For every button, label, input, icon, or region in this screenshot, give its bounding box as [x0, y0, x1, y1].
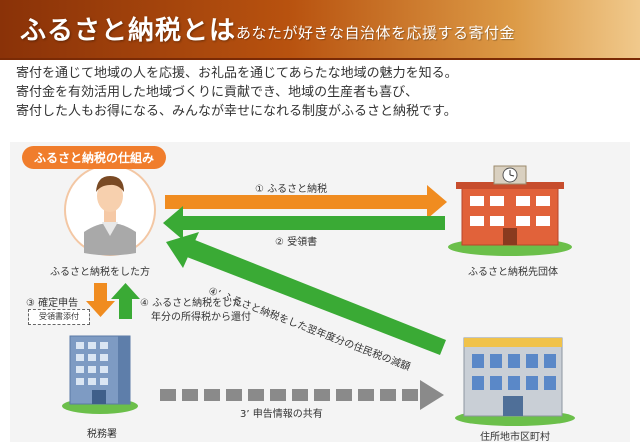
- receipt-attached-note: 受領書添付: [28, 309, 90, 325]
- arrow-receipt: [163, 206, 445, 240]
- tax-office-label: 税務署: [87, 429, 117, 440]
- donor-label: ふるさと納税をした方: [50, 267, 150, 278]
- arrow-furusato-payment: [165, 185, 447, 219]
- tax-office-building-icon: [62, 335, 138, 414]
- arrow-label-4-line2: 年分の所得税から還付: [151, 312, 251, 323]
- arrow-income-tax-refund: [111, 283, 140, 319]
- municipality-building-icon: [448, 165, 572, 256]
- local-government-label: 住所地市区町村: [480, 432, 550, 443]
- intro-text: 寄付を通じて地域の人を応援、お礼品を通じてあらたな地域の魅力を知る。 寄付金を有…: [16, 64, 626, 121]
- section-badge: ふるさと納税の仕組み: [22, 146, 167, 169]
- arrow-label-3-prime: 3’ 申告情報の共有: [240, 409, 323, 420]
- header-banner: ふるさと納税とは あなたが好きな自治体を応援する寄付金: [0, 0, 640, 60]
- donor-person-icon: [64, 164, 156, 256]
- arrow-label-4-line1: ④ ふるさと納税をした: [140, 298, 243, 309]
- arrow-resident-tax-reduction: [166, 232, 446, 355]
- intro-line: 寄付を通じて地域の人を応援、お礼品を通じてあらたな地域の魅力を知る。: [16, 66, 458, 81]
- municipality-label: ふるさと納税先団体: [468, 267, 558, 278]
- page-subtitle: あなたが好きな自治体を応援する寄付金: [236, 24, 516, 42]
- intro-line: 寄付した人もお得になる、みんなが幸せになれる制度がふるさと納税です。: [16, 104, 457, 119]
- intro-line: 寄付金を有効活用した地域づくりに貢献でき、地域の生産者も喜び、: [16, 85, 419, 100]
- arrow-label-1: ① ふるさと納税: [255, 184, 328, 195]
- arrow-label-2: ② 受領書: [275, 237, 318, 248]
- arrow-info-sharing: [160, 380, 444, 410]
- arrow-label-3: ③ 確定申告: [26, 298, 79, 309]
- page-title: ふるさと納税とは: [20, 16, 237, 46]
- local-government-building-icon: [455, 337, 575, 426]
- arrow-tax-return: [86, 283, 115, 317]
